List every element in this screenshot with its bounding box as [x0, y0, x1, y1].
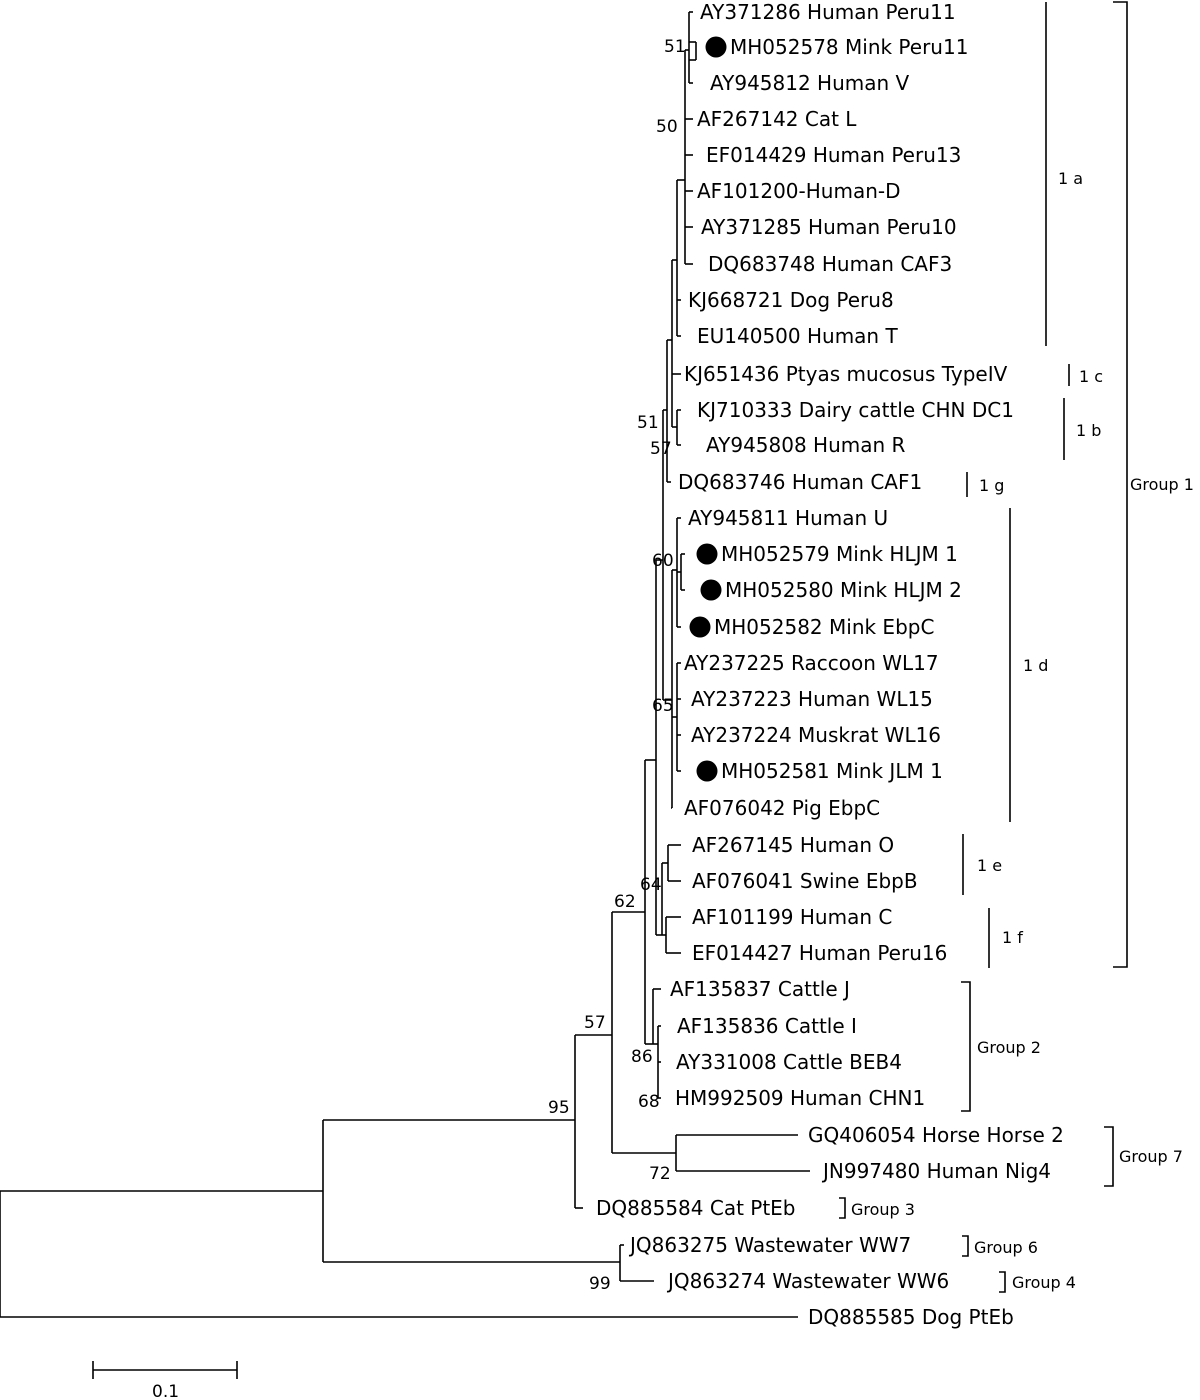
taxon-label: AF135837 Cattle J — [670, 977, 850, 1001]
group-label: Group 6 — [974, 1238, 1038, 1257]
taxon-label: AF101199 Human C — [692, 905, 892, 929]
taxon-label: DQ885584 Cat PtEb — [596, 1196, 796, 1220]
taxon-label: MH052579 Mink HLJM 1 — [721, 542, 958, 566]
group-label: Group 7 — [1119, 1147, 1183, 1166]
group-brackets: 1 a 1 c 1 b 1 g 1 d 1 e 1 f Group 1 Group 2 Group… — [839, 1, 1194, 1293]
taxon-label: KJ710333 Dairy cattle CHN DC1 — [697, 398, 1014, 422]
taxon-label: AF135836 Cattle I — [677, 1014, 857, 1038]
taxon-label: AF076041 Swine EbpB — [692, 869, 918, 893]
taxon-label: DQ683748 Human CAF3 — [708, 252, 952, 276]
taxon-label: AF267145 Human O — [692, 833, 894, 857]
subgroup-label: 1 c — [1079, 367, 1103, 386]
tree-branches — [0, 11, 810, 1318]
taxon-label: AY945808 Human R — [706, 433, 906, 457]
taxon-label: KJ668721 Dog Peru8 — [688, 288, 894, 312]
taxon-label: AY945812 Human V — [710, 71, 910, 95]
taxon-label: JQ863275 Wastewater WW7 — [628, 1233, 911, 1257]
subgroup-label: 1 b — [1076, 421, 1101, 440]
group-bracket — [1104, 1126, 1114, 1187]
taxon-label: JQ863274 Wastewater WW6 — [666, 1269, 949, 1293]
group-bracket — [961, 981, 971, 1112]
taxon-label: AF076042 Pig EbpC — [684, 796, 880, 820]
taxon-label: AY331008 Cattle BEB4 — [676, 1050, 902, 1074]
taxon-label: MH052578 Mink Peru11 — [730, 35, 968, 59]
taxon-label: AY237224 Muskrat WL16 — [691, 723, 941, 747]
scale-bar: 0.1 — [92, 1361, 238, 1400]
subgroup-label: 1 d — [1023, 656, 1048, 675]
subgroup-label: 1 e — [977, 856, 1002, 875]
bootstrap-value: 64 — [640, 875, 662, 895]
taxon-label: MH052580 Mink HLJM 2 — [725, 578, 962, 602]
bootstrap-value: 62 — [614, 892, 636, 912]
taxon-label: EF014427 Human Peru16 — [692, 941, 947, 965]
taxon-label: DQ683746 Human CAF1 — [678, 470, 922, 494]
group-label: Group 4 — [1012, 1273, 1076, 1292]
taxon-label: AY371285 Human Peru10 — [701, 215, 957, 239]
mink-sample-dot — [696, 760, 718, 782]
taxon-label: JN997480 Human Nig4 — [821, 1159, 1051, 1183]
taxon-label: AY237225 Raccoon WL17 — [684, 651, 939, 675]
taxon-label: GQ406054 Horse Horse 2 — [808, 1123, 1064, 1147]
scale-bar-label: 0.1 — [152, 1382, 179, 1400]
bootstrap-value: 99 — [589, 1274, 611, 1294]
bootstrap-value: 72 — [649, 1164, 671, 1184]
mink-sample-dot — [705, 36, 727, 58]
mink-sample-markers — [689, 36, 727, 782]
taxon-label: MH052581 Mink JLM 1 — [721, 759, 943, 783]
subgroup-label: 1 g — [979, 476, 1004, 495]
bootstrap-value: 86 — [631, 1047, 653, 1067]
bootstrap-value: 51 — [664, 37, 686, 57]
bootstrap-value: 60 — [652, 551, 674, 571]
group-bracket — [962, 1235, 969, 1257]
mink-sample-dot — [700, 579, 722, 601]
taxon-label: DQ885585 Dog PtEb — [808, 1305, 1014, 1329]
taxon-label: EF014429 Human Peru13 — [706, 143, 961, 167]
taxon-label: AY237223 Human WL15 — [691, 687, 933, 711]
bootstrap-value: 57 — [584, 1013, 606, 1033]
group-bracket — [839, 1197, 846, 1219]
subgroup-label: 1 a — [1058, 169, 1083, 188]
bootstrap-value: 57 — [650, 439, 672, 459]
bootstrap-value: 65 — [652, 696, 674, 716]
taxon-label: AF101200-Human-D — [697, 179, 901, 203]
bootstrap-value: 68 — [638, 1092, 660, 1112]
taxon-label: MH052582 Mink EbpC — [714, 615, 934, 639]
group-label: Group 2 — [977, 1038, 1041, 1057]
mink-sample-dot — [689, 616, 711, 638]
group-bracket — [1113, 1, 1128, 968]
subgroup-label: 1 f — [1002, 928, 1023, 947]
taxon-label: KJ651436 Ptyas mucosus TypeIV — [684, 362, 1008, 386]
group-bracket — [999, 1271, 1006, 1293]
taxon-label: AY945811 Human U — [688, 506, 888, 530]
group-label: Group 3 — [851, 1200, 915, 1219]
bootstrap-value: 50 — [656, 117, 678, 137]
taxon-label: EU140500 Human T — [697, 324, 898, 348]
bootstrap-value: 95 — [548, 1098, 570, 1118]
mink-sample-dot — [696, 543, 718, 565]
group-label: Group 1 — [1130, 475, 1194, 494]
bootstrap-value: 51 — [637, 413, 659, 433]
taxon-label: AY371286 Human Peru11 — [700, 0, 956, 24]
taxon-label: HM992509 Human CHN1 — [675, 1086, 925, 1110]
taxon-label: AF267142 Cat L — [697, 107, 857, 131]
